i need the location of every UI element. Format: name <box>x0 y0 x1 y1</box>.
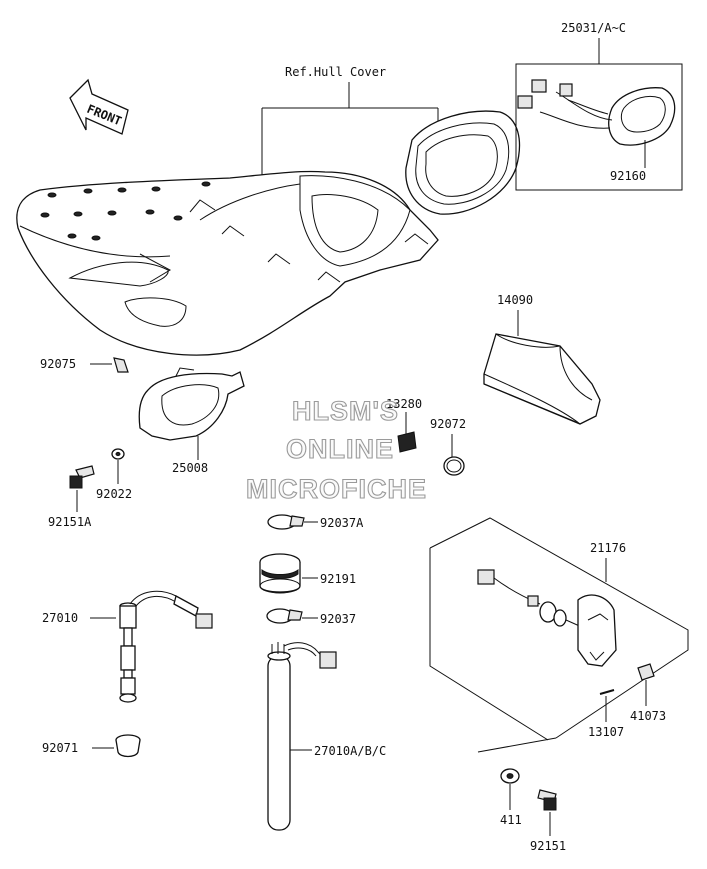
watermark: HLSM'S ONLINE MICROFICHE <box>245 395 427 504</box>
clamp-92037-part: 92037 <box>266 608 356 626</box>
cap-92071-part: 92071 <box>42 734 141 758</box>
label-25031: 25031/A~C <box>561 21 626 35</box>
clip-41073-part: 41073 <box>630 663 666 723</box>
pin-13107-part: 13107 <box>588 689 624 739</box>
meter-assembly-group: 25031/A~C 92160 <box>515 21 683 191</box>
label-41073: 41073 <box>630 709 666 723</box>
label-92151A: 92151A <box>48 515 92 529</box>
bolt-92151-part: 92151 <box>530 789 566 853</box>
label-13280: 13280 <box>386 397 422 411</box>
label-25008: 25008 <box>172 461 208 475</box>
label-92191: 92191 <box>320 572 356 586</box>
hull-cover-reference: Ref.Hull Cover <box>261 65 439 176</box>
clamp-92072-part: 92072 <box>430 417 466 476</box>
label-21176: 21176 <box>590 541 626 555</box>
pad-13280-part: 13280 <box>386 397 422 453</box>
label-92037: 92037 <box>320 612 356 626</box>
label-27010ABC: 27010A/B/C <box>314 744 386 758</box>
washer-411-part: 411 <box>500 768 522 827</box>
hull-cover-label: Ref.Hull Cover <box>285 65 386 79</box>
label-92160: 92160 <box>610 169 646 183</box>
meter-housing-part <box>405 110 521 215</box>
hull-cover-part <box>16 170 439 356</box>
switch-assembly-21176-group: 21176 <box>429 517 689 753</box>
watermark-line-2: ONLINE <box>286 434 394 464</box>
grommet-92191-part: 92191 <box>259 553 356 594</box>
watermark-line-1: HLSM'S <box>292 396 399 426</box>
label-92151: 92151 <box>530 839 566 853</box>
clip-92075-part: 92075 <box>40 357 129 373</box>
bracket-25008-part: 25008 <box>138 367 245 475</box>
cover-14090-part: 14090 <box>483 293 601 425</box>
label-92022: 92022 <box>96 487 132 501</box>
clamp-92037A-part: 92037A <box>267 514 364 530</box>
label-27010: 27010 <box>42 611 78 625</box>
label-92072: 92072 <box>430 417 466 431</box>
fastener-group-left: 92022 92151A <box>48 448 132 529</box>
label-411: 411 <box>500 813 522 827</box>
watermark-line-3: MICROFICHE <box>246 474 427 504</box>
sender-27010-part: 27010 <box>42 590 213 703</box>
label-92075: 92075 <box>40 357 76 371</box>
front-arrow-icon: FRONT <box>69 78 129 135</box>
sender-27010ABC-part: 27010A/B/C <box>267 642 386 831</box>
label-92071: 92071 <box>42 741 78 755</box>
label-14090: 14090 <box>497 293 533 307</box>
label-92037A: 92037A <box>320 516 364 530</box>
label-13107: 13107 <box>588 725 624 739</box>
